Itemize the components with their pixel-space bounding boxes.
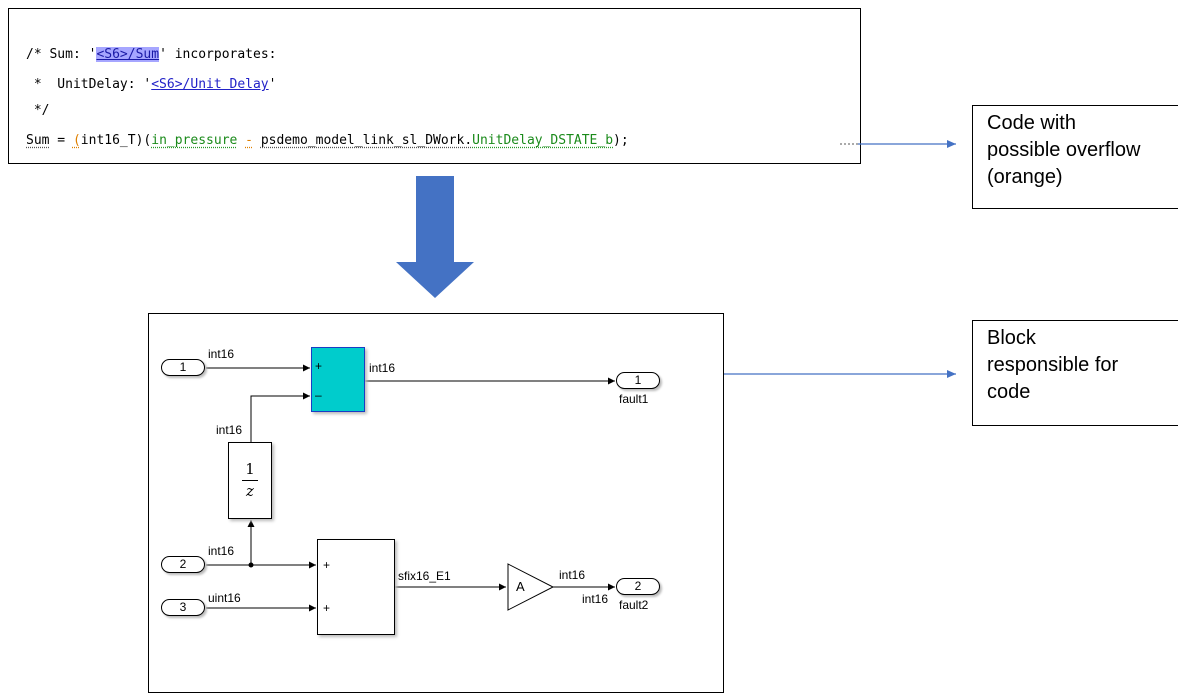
- code-var-dwork[interactable]: psdemo_model_link_sl_DWork.: [260, 133, 473, 148]
- code-comment-text: * UnitDelay: ': [26, 77, 152, 92]
- code-line-4: Sum = (int16_T)(in_pressure - psdemo_mod…: [26, 133, 629, 149]
- sum-sign-minus: –: [315, 388, 322, 402]
- inport-2[interactable]: 2: [161, 556, 205, 573]
- code-end: );: [613, 133, 629, 148]
- simulink-model-panel: 1 2 3 1 fault1 2 fault2 + – 1 z + + A in…: [148, 313, 724, 693]
- callout-text: code: [987, 381, 1031, 403]
- code-var-in-pressure[interactable]: in_pressure: [151, 133, 238, 148]
- callout-text: responsible for: [987, 354, 1119, 376]
- delay-denominator: z: [246, 482, 254, 500]
- signal-label-sum-out: int16: [369, 361, 396, 375]
- outport-1[interactable]: 1: [616, 372, 660, 389]
- sum-block-link[interactable]: <S6>/Sum: [96, 47, 160, 62]
- signal-label-gain-out: int16: [559, 568, 586, 582]
- code-panel: /* Sum: '<S6>/Sum' incorporates: * UnitD…: [8, 8, 861, 164]
- delay-fraction-bar: [242, 480, 258, 481]
- code-operator: =: [49, 133, 73, 148]
- overflow-cast-marker[interactable]: (: [72, 133, 81, 148]
- sum2-block[interactable]: + +: [317, 539, 395, 635]
- signal-label-out2: int16: [582, 592, 609, 606]
- code-line-2: * UnitDelay: '<S6>/Unit Delay': [26, 77, 277, 93]
- big-down-arrow-icon: [396, 176, 474, 298]
- outport-2[interactable]: 2: [616, 578, 660, 595]
- code-cast: int16_T)(: [80, 133, 152, 148]
- outport-1-name: fault1: [619, 392, 649, 406]
- gain-label: A: [516, 579, 525, 594]
- callout-text: (orange): [987, 166, 1063, 188]
- sum2-sign-plus: +: [323, 601, 331, 615]
- page-connectors: [396, 140, 956, 378]
- code-var-sum[interactable]: Sum: [26, 133, 50, 148]
- unit-delay-block[interactable]: 1 z: [228, 442, 272, 519]
- delay-numerator: 1: [245, 460, 255, 478]
- code-line-3: */: [26, 103, 50, 118]
- wire-delay-out: [250, 392, 310, 442]
- model-wires: [206, 364, 615, 612]
- overflow-callout: Code with possible overflow (orange): [972, 105, 1178, 209]
- signal-label-sum2-out: sfix16_E1: [398, 569, 451, 583]
- sum-sign-plus: +: [315, 359, 323, 373]
- outport-2-name: fault2: [619, 598, 649, 612]
- callout-text: Code with: [987, 112, 1076, 134]
- inport-1[interactable]: 1: [161, 359, 205, 376]
- callout-text: Block: [987, 327, 1036, 349]
- sum-block[interactable]: + –: [311, 347, 365, 412]
- signal-label-delay-out: int16: [216, 423, 243, 437]
- code-comment-text: ' incorporates:: [159, 47, 277, 62]
- gain-block[interactable]: [507, 563, 555, 611]
- code-minus-operator[interactable]: -: [245, 133, 253, 148]
- signal-label-in1: int16: [208, 347, 235, 361]
- code-comment-text: ': [268, 77, 277, 92]
- branch-point: [248, 562, 254, 568]
- callout-text: possible overflow: [987, 139, 1141, 161]
- signal-label-in2: int16: [208, 544, 235, 558]
- code-comment-text: /* Sum: ': [26, 47, 97, 62]
- unit-delay-link[interactable]: <S6>/Unit Delay: [151, 77, 269, 92]
- block-callout: Block responsible for code: [972, 320, 1178, 426]
- sum2-sign-plus: +: [323, 558, 331, 572]
- code-line-1: /* Sum: '<S6>/Sum' incorporates:: [26, 47, 276, 63]
- code-var-unitdelay-state[interactable]: UnitDelay_DSTATE_b: [472, 133, 614, 148]
- inport-3[interactable]: 3: [161, 599, 205, 616]
- signal-label-in3: uint16: [208, 591, 241, 605]
